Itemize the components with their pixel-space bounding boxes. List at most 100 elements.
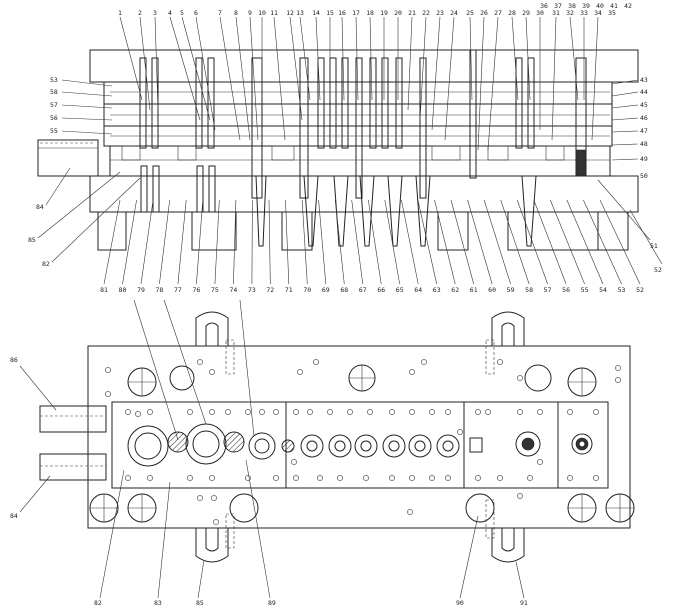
bottom-label: 57 — [544, 286, 552, 294]
top-label-row: 1 2 3 4 5 6 7 8 9 10 11 12 13 14 15 16 1… — [118, 2, 632, 17]
plan-view: 86 84 82 83 85 89 90 91 — [10, 299, 635, 607]
label-4: 4 — [168, 9, 172, 17]
feeder-plate-top — [39, 405, 107, 433]
plan-label-group: 86 84 82 83 85 89 90 91 — [10, 356, 528, 607]
lower-die-shoe — [89, 175, 639, 213]
label-52: 52 — [654, 266, 662, 274]
label-5: 5 — [180, 9, 184, 17]
label-83: 83 — [154, 599, 162, 607]
label-13: 13 — [296, 9, 304, 17]
parallel-mid-right — [437, 211, 469, 251]
plan-die-block-1 — [111, 401, 287, 489]
slot-top-left — [195, 311, 229, 346]
bottom-label: 52 — [636, 286, 644, 294]
label-39: 39 — [582, 2, 590, 10]
die-plate — [109, 145, 611, 177]
label-20: 20 — [394, 9, 402, 17]
bottom-label: 64 — [414, 286, 422, 294]
label-1: 1 — [118, 9, 122, 17]
label-86: 86 — [10, 356, 18, 364]
bottom-label: 59 — [507, 286, 515, 294]
label-30: 30 — [536, 9, 544, 17]
label-84-plan: 84 — [10, 512, 18, 520]
label-38: 38 — [568, 2, 576, 10]
parallel-mid — [281, 211, 313, 251]
section-view: 1 2 3 4 5 6 7 8 9 10 11 12 13 14 15 16 1… — [28, 2, 663, 294]
label-17: 17 — [352, 9, 360, 17]
label-85-plan: 85 — [196, 599, 204, 607]
bottom-label: 66 — [377, 286, 385, 294]
parallel-mid-left — [191, 211, 237, 251]
label-19: 19 — [380, 9, 388, 17]
top-leaders — [119, 16, 599, 151]
bottom-label: 55 — [581, 286, 589, 294]
lower-label-group: 84 85 82 51 52 — [28, 203, 662, 274]
bottom-label: 56 — [562, 286, 570, 294]
bottom-label: 67 — [359, 286, 367, 294]
bottom-label: 58 — [525, 286, 533, 294]
feeder-plate-bottom — [39, 453, 107, 481]
left-label-column: 53 58 57 56 55 — [50, 76, 58, 135]
bottom-label: 72 — [266, 286, 274, 294]
slot-bottom-left — [195, 528, 229, 563]
bottom-label: 71 — [285, 286, 293, 294]
label-29: 29 — [522, 9, 530, 17]
label-7: 7 — [218, 9, 222, 17]
label-24: 24 — [450, 9, 458, 17]
parallel-right — [507, 211, 599, 251]
bottom-label: 68 — [340, 286, 348, 294]
bottom-label: 80 — [119, 286, 127, 294]
label-33: 33 — [580, 9, 588, 17]
label-31: 31 — [552, 9, 560, 17]
label-12: 12 — [286, 9, 294, 17]
screw-holes — [105, 359, 621, 525]
label-22: 22 — [422, 9, 430, 17]
label-11: 11 — [270, 9, 278, 17]
label-89: 89 — [268, 599, 276, 607]
bottom-label: 79 — [137, 286, 145, 294]
bottom-label: 74 — [229, 286, 237, 294]
label-85: 85 — [28, 236, 36, 244]
punch-group — [139, 49, 587, 199]
label-right-47: 47 — [640, 127, 648, 135]
parallel-far-right — [597, 211, 629, 251]
label-21: 21 — [408, 9, 416, 17]
bottom-label: 73 — [248, 286, 256, 294]
bottom-label: 60 — [488, 286, 496, 294]
label-right-48: 48 — [640, 140, 648, 148]
right-label-column: 43 44 45 46 47 48 49 50 — [640, 76, 648, 180]
upper-die-shoe — [89, 49, 639, 83]
label-6: 6 — [194, 9, 198, 17]
bottom-label: 54 — [599, 286, 607, 294]
label-2: 2 — [138, 9, 142, 17]
label-left-58: 58 — [50, 88, 58, 96]
label-42: 42 — [624, 2, 632, 10]
label-left-56: 56 — [50, 114, 58, 122]
slot-bottom-right — [491, 528, 525, 563]
bottom-label: 75 — [211, 286, 219, 294]
label-28: 28 — [508, 9, 516, 17]
plan-die-block-3 — [463, 401, 559, 489]
bottom-label: 70 — [303, 286, 311, 294]
lower-ejectors — [140, 165, 537, 247]
feeder-block — [37, 139, 99, 177]
bottom-label: 81 — [100, 286, 108, 294]
label-82-plan: 82 — [94, 599, 102, 607]
parallel-left — [97, 211, 127, 251]
label-27: 27 — [494, 9, 502, 17]
label-right-46: 46 — [640, 114, 648, 122]
bottom-label: 69 — [322, 286, 330, 294]
label-left-57: 57 — [50, 101, 58, 109]
bottom-label: 77 — [174, 286, 182, 294]
bottom-label: 53 — [618, 286, 626, 294]
label-right-43: 43 — [640, 76, 648, 84]
label-35: 35 — [608, 9, 616, 17]
label-40: 40 — [596, 2, 604, 10]
label-23: 23 — [436, 9, 444, 17]
label-9: 9 — [248, 9, 252, 17]
label-15: 15 — [326, 9, 334, 17]
guide-posts — [89, 364, 635, 523]
bottom-label: 61 — [470, 286, 478, 294]
